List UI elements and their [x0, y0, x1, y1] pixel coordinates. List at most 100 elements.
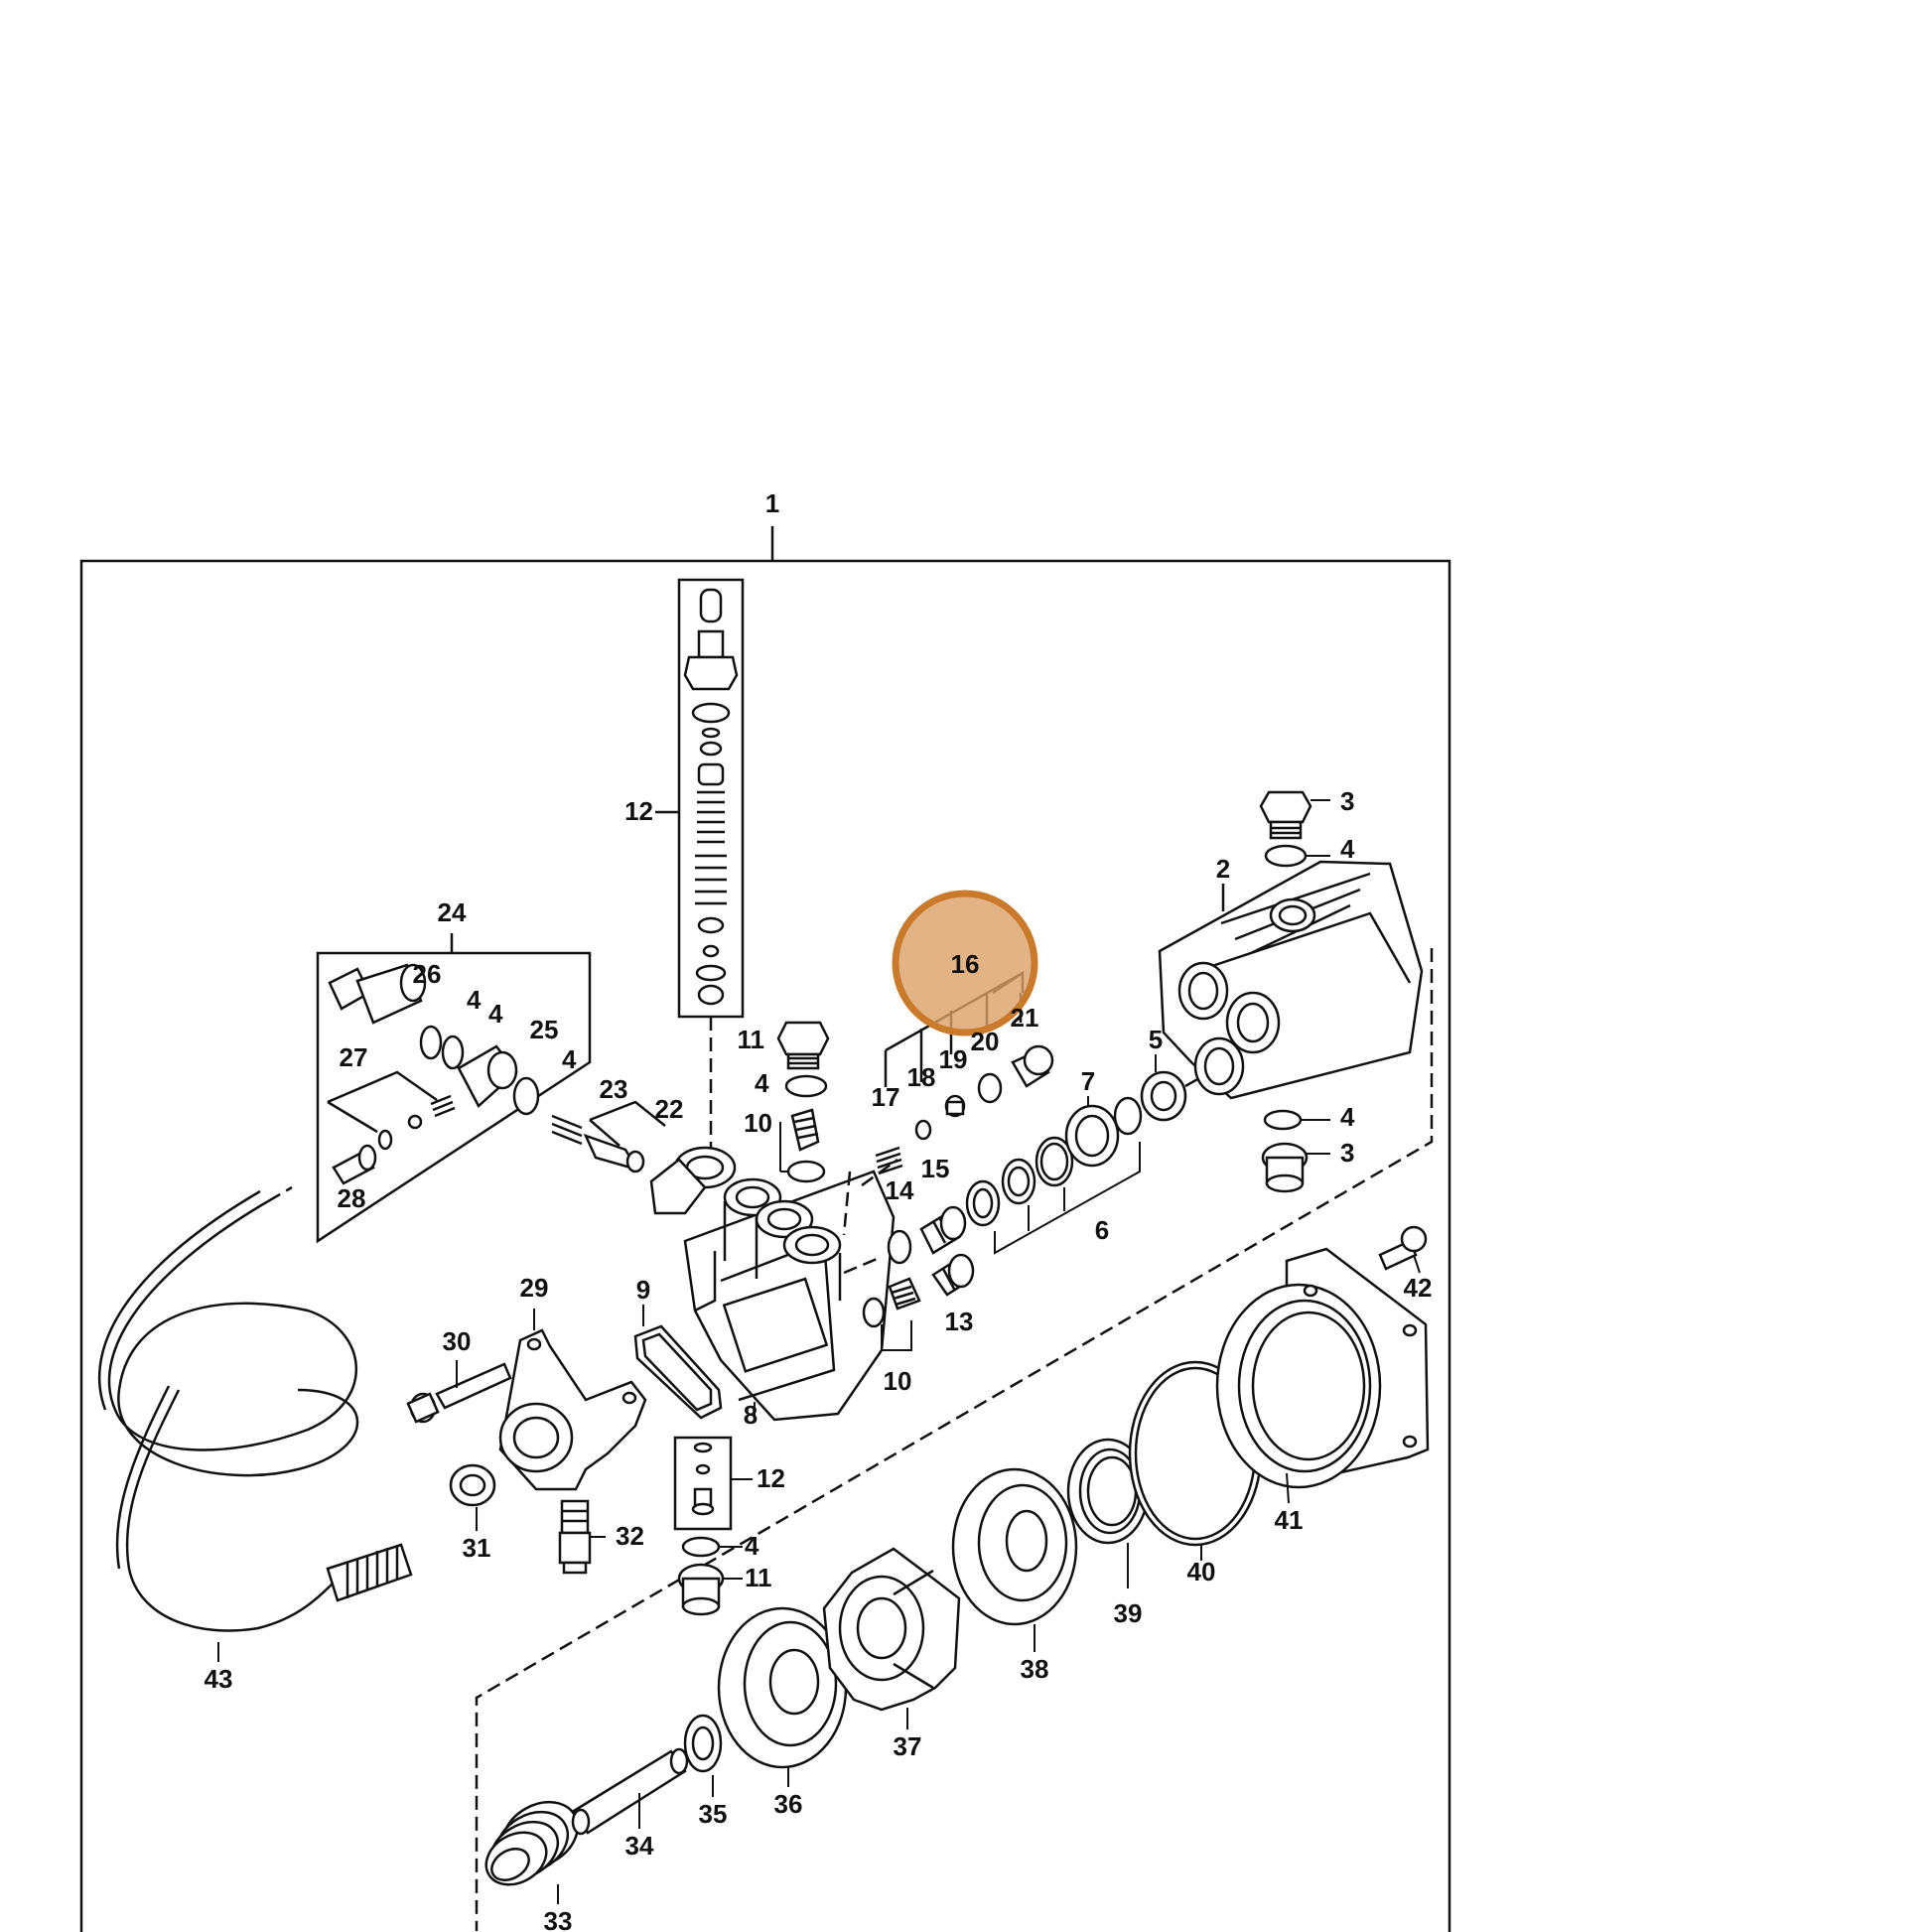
callout-19[interactable]: 19	[939, 1044, 968, 1074]
part-3-plug-bottom[interactable]	[1261, 1142, 1309, 1193]
part-9-gasket[interactable]	[633, 1324, 723, 1420]
part-18-ball[interactable]	[914, 1119, 932, 1141]
part-4-oring[interactable]	[1264, 844, 1308, 868]
part-5-oring[interactable]	[1113, 1096, 1143, 1136]
part-37-swash[interactable]	[822, 1547, 961, 1712]
part-12-valve-stack[interactable]	[655, 578, 745, 1162]
callout-7[interactable]: 7	[1081, 1066, 1095, 1096]
part-5-seal[interactable]	[1140, 1054, 1187, 1122]
callout-18[interactable]: 18	[907, 1062, 936, 1092]
callout-4b[interactable]: 4	[1340, 1102, 1355, 1132]
part-10-valve-top[interactable]	[779, 1108, 826, 1183]
part-17-spring[interactable]	[875, 1146, 903, 1175]
callout-1[interactable]: 1	[765, 488, 779, 518]
callout-28[interactable]: 28	[338, 1183, 366, 1213]
part-26-fitting[interactable]	[328, 963, 427, 1025]
part-10-valve-bottom[interactable]	[881, 1277, 921, 1351]
part-23-22-spring-pin[interactable]	[551, 1100, 666, 1173]
part-42-bolt[interactable]	[1378, 1225, 1428, 1271]
callout-26[interactable]: 26	[413, 959, 442, 989]
part-19-seat[interactable]	[944, 1094, 966, 1118]
part-39-seal[interactable]	[1066, 1438, 1150, 1545]
callout-34[interactable]: 34	[625, 1831, 654, 1861]
part-38-disc[interactable]	[951, 1467, 1078, 1626]
callout-23[interactable]: 23	[600, 1074, 628, 1104]
callout-30[interactable]: 30	[443, 1326, 472, 1356]
callout-3a[interactable]: 3	[1340, 786, 1354, 816]
part-34-pin[interactable]	[571, 1747, 689, 1836]
part-29-bracket[interactable]	[498, 1328, 647, 1491]
callout-4c[interactable]: 4	[755, 1068, 769, 1098]
callout-3b[interactable]: 3	[1340, 1138, 1354, 1168]
callout-5[interactable]: 5	[1149, 1025, 1163, 1054]
callout-41[interactable]: 41	[1275, 1505, 1304, 1535]
callout-11b[interactable]: 11	[745, 1563, 772, 1592]
part-24-group[interactable]	[316, 933, 592, 1244]
callout-42[interactable]: 42	[1404, 1273, 1433, 1303]
part-33-spring[interactable]	[477, 1789, 589, 1895]
callout-14[interactable]: 14	[886, 1175, 914, 1205]
callout-31[interactable]: 31	[463, 1533, 491, 1563]
part-25-banjo[interactable]	[457, 1044, 518, 1108]
callout-9[interactable]: 9	[636, 1275, 650, 1305]
callout-15[interactable]: 15	[921, 1154, 950, 1183]
callout-16[interactable]: 16	[951, 949, 980, 979]
part-7-seal[interactable]	[1064, 1096, 1120, 1168]
part-8-manifold[interactable]	[649, 1146, 896, 1422]
part-35-star-washer[interactable]	[683, 1714, 723, 1773]
callout-4e[interactable]: 4	[488, 999, 503, 1029]
part-4-oring[interactable]	[681, 1536, 721, 1558]
part-30-bolt[interactable]	[406, 1362, 512, 1424]
callout-4d[interactable]: 4	[467, 985, 482, 1015]
part-4-oring[interactable]	[1263, 1109, 1303, 1131]
callout-12b[interactable]: 12	[757, 1463, 785, 1493]
part-4-oring-10[interactable]	[862, 1297, 886, 1328]
callout-22[interactable]: 22	[655, 1094, 684, 1124]
part-2-head[interactable]	[1158, 860, 1424, 1100]
part-4-oring[interactable]	[419, 1025, 443, 1060]
part-21-plug[interactable]	[1011, 1044, 1054, 1088]
callout-10b[interactable]: 10	[884, 1366, 912, 1396]
part-36-disc[interactable]	[717, 1606, 848, 1769]
part-11-plug-top[interactable]	[776, 1021, 830, 1070]
part-20-oring[interactable]	[977, 1072, 1003, 1104]
part-28-nipple[interactable]	[332, 1144, 377, 1185]
callout-10a[interactable]: 10	[744, 1108, 772, 1138]
part-4-oring[interactable]	[441, 1035, 465, 1070]
callout-36[interactable]: 36	[774, 1789, 803, 1819]
callout-43[interactable]: 43	[205, 1664, 233, 1694]
part-11-plug-bottom[interactable]	[677, 1563, 725, 1616]
callout-12a[interactable]: 12	[624, 796, 653, 826]
part-41-housing[interactable]	[1215, 1247, 1430, 1489]
callout-8[interactable]: 8	[744, 1400, 758, 1430]
part-15-bushing[interactable]	[919, 1205, 967, 1255]
part-43-hose[interactable]	[97, 1185, 413, 1632]
part-3-plug-top[interactable]	[1259, 790, 1312, 840]
part-12-bottom-stack[interactable]	[673, 1436, 753, 1531]
callout-20[interactable]: 20	[971, 1027, 1000, 1056]
part-6-seal-kit[interactable]	[965, 1136, 1141, 1255]
callout-25[interactable]: 25	[530, 1015, 559, 1044]
callout-39[interactable]: 39	[1114, 1598, 1143, 1628]
callout-32[interactable]: 32	[616, 1521, 644, 1551]
callout-35[interactable]: 35	[699, 1799, 728, 1829]
callout-4f[interactable]: 4	[562, 1044, 577, 1074]
part-4-oring[interactable]	[512, 1076, 540, 1116]
callout-11a[interactable]: 11	[738, 1025, 765, 1054]
part-31-washer[interactable]	[449, 1463, 496, 1507]
callout-29[interactable]: 29	[520, 1273, 549, 1303]
part-4-oring[interactable]	[784, 1074, 828, 1098]
callout-33[interactable]: 33	[544, 1906, 573, 1932]
highlight-callout-16[interactable]	[892, 890, 1038, 1036]
part-14-oring[interactable]	[887, 1229, 912, 1265]
callout-4g[interactable]: 4	[745, 1531, 759, 1561]
callout-6[interactable]: 6	[1095, 1215, 1109, 1245]
callout-40[interactable]: 40	[1187, 1557, 1216, 1587]
callout-21[interactable]: 21	[1011, 1003, 1039, 1033]
callout-17[interactable]: 17	[872, 1082, 900, 1112]
callout-4a[interactable]: 4	[1340, 834, 1355, 864]
part-32-nozzle[interactable]	[558, 1499, 592, 1575]
callout-13[interactable]: 13	[945, 1307, 974, 1336]
callout-27[interactable]: 27	[340, 1042, 368, 1072]
callout-24[interactable]: 24	[438, 897, 467, 927]
